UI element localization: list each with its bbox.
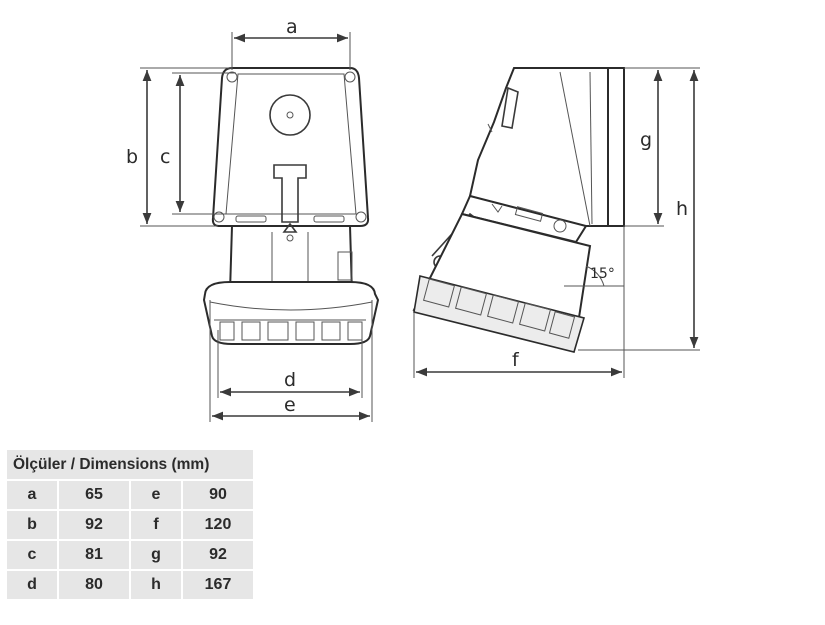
front-dimensions (140, 32, 373, 422)
table-row: d 80 h 167 (7, 571, 253, 599)
dim-label-c: c (160, 146, 170, 168)
technical-drawing: a b c d e f g h 15° (126, 16, 700, 422)
table-value: 120 (183, 511, 253, 539)
angle-label: 15° (590, 266, 615, 282)
front-view (202, 67, 380, 345)
dim-label-e: e (284, 394, 296, 416)
dim-label-b: b (126, 146, 138, 168)
mount-hole-bottom-left (213, 211, 225, 223)
table-value: 167 (183, 571, 253, 599)
table-row: c 81 g 92 (7, 541, 253, 569)
dim-label-h: h (676, 198, 688, 220)
table-header-row: Ölçüler / Dimensions (mm) (7, 450, 253, 479)
table-key: c (7, 541, 57, 569)
dim-label-f: f (512, 349, 520, 371)
dim-label-d: d (284, 369, 296, 391)
table-value: 80 (59, 571, 129, 599)
table-header: Ölçüler / Dimensions (mm) (7, 450, 253, 479)
table-row: b 92 f 120 (7, 511, 253, 539)
table-value: 90 (183, 481, 253, 509)
dimensions-table: Ölçüler / Dimensions (mm) a 65 e 90 b 92… (5, 448, 255, 601)
table-key: d (7, 571, 57, 599)
dim-label-a: a (286, 16, 298, 38)
table-key: h (131, 571, 181, 599)
table-key: a (7, 481, 57, 509)
table-value: 92 (183, 541, 253, 569)
table-value: 81 (59, 541, 129, 569)
mount-hole-top-right (344, 71, 356, 83)
mount-hole-top-left (226, 71, 238, 83)
table-value: 65 (59, 481, 129, 509)
table-key: b (7, 511, 57, 539)
table-value: 92 (59, 511, 129, 539)
side-view (412, 67, 625, 353)
side-dimensions (413, 67, 700, 378)
table-key: g (131, 541, 181, 569)
dim-label-g: g (640, 129, 652, 151)
mount-hole-bottom-right (355, 211, 367, 223)
table-key: e (131, 481, 181, 509)
table-row: a 65 e 90 (7, 481, 253, 509)
table-key: f (131, 511, 181, 539)
